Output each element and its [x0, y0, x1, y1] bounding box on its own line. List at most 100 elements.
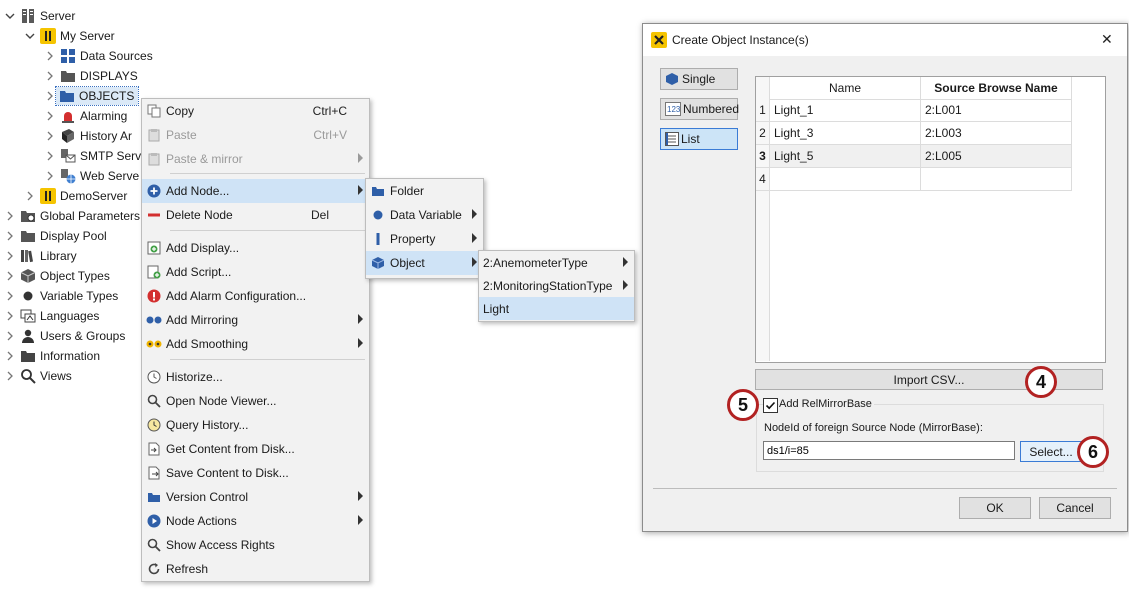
menu-item-label: Add Display... [166, 241, 240, 255]
menu-item-query-history[interactable]: Query History... [142, 413, 369, 437]
play-icon [146, 513, 162, 529]
mode-list-button[interactable]: List [660, 128, 738, 150]
tree-item-demo-server[interactable]: DemoServer [24, 186, 127, 206]
menu-item-label: Delete Node [166, 208, 233, 222]
tree-item-information[interactable]: Information [4, 346, 100, 366]
tree-item-displays[interactable]: DISPLAYS [44, 66, 138, 86]
row-number: 3 [756, 145, 770, 168]
tree-item-history[interactable]: History Ar [44, 126, 132, 146]
tree-item-views[interactable]: Views [4, 366, 72, 386]
tree-item-objects[interactable]: OBJECTS [44, 86, 140, 106]
tree-item-server[interactable]: Server [4, 6, 75, 26]
name-cell[interactable]: Light_3 [770, 122, 921, 145]
chevron-right-icon[interactable] [4, 226, 16, 246]
tree-item-my-server[interactable]: My Server [24, 26, 115, 46]
chevron-right-icon[interactable] [4, 366, 16, 386]
source-cell[interactable]: 2:L001 [921, 99, 1072, 122]
tree-item-smtp[interactable]: SMTP Serv [44, 146, 141, 166]
chevron-down-icon[interactable] [24, 26, 36, 46]
menu-item-add-smoothing[interactable]: Add Smoothing [142, 332, 369, 356]
menu-item-add-node[interactable]: Add Node... [142, 179, 369, 203]
information-icon [20, 348, 36, 364]
submenu-item-property[interactable]: Property [366, 227, 483, 251]
name-cell[interactable]: Light_5 [770, 145, 921, 168]
menu-item-delete-node[interactable]: Delete Node Del [142, 203, 369, 227]
table-row[interactable]: 4 [756, 168, 1072, 191]
menu-item-save-content[interactable]: Save Content to Disk... [142, 461, 369, 485]
chevron-right-icon[interactable] [4, 246, 16, 266]
chevron-right-icon[interactable] [24, 186, 36, 206]
chevron-right-icon[interactable] [4, 346, 16, 366]
chevron-right-icon[interactable] [4, 206, 16, 226]
submenu-item-folder[interactable]: Folder [366, 179, 483, 203]
cancel-button[interactable]: Cancel [1039, 497, 1111, 519]
add-mirror-checkbox[interactable] [763, 398, 778, 413]
menu-item-paste[interactable]: Paste Ctrl+V [142, 123, 369, 147]
chevron-right-icon[interactable] [44, 106, 56, 126]
chevron-right-icon[interactable] [44, 66, 56, 86]
menu-item-show-access-rights[interactable]: Show Access Rights [142, 533, 369, 557]
menu-item-refresh[interactable]: Refresh [142, 557, 369, 581]
mode-numbered-button[interactable]: 123 Numbered [660, 98, 739, 120]
menu-item-label: Folder [390, 184, 425, 198]
submenu-item-object[interactable]: Object [366, 251, 483, 275]
submenu-item-data-variable[interactable]: Data Variable [366, 203, 483, 227]
menu-item-add-mirroring[interactable]: Add Mirroring [142, 308, 369, 332]
chevron-right-icon[interactable] [4, 286, 16, 306]
submenu-item-anemometer-type[interactable]: 2:AnemometerType [479, 251, 634, 274]
submenu-item-monitoring-station-type[interactable]: 2:MonitoringStationType [479, 274, 634, 297]
menu-item-add-alarm[interactable]: Add Alarm Configuration... [142, 284, 369, 308]
menu-item-open-node-viewer[interactable]: Open Node Viewer... [142, 389, 369, 413]
menu-item-version-control[interactable]: Version Control [142, 485, 369, 509]
name-cell[interactable] [770, 168, 921, 191]
import-csv-button[interactable]: Import CSV... [755, 369, 1103, 390]
tree-item-users-groups[interactable]: Users & Groups [4, 326, 125, 346]
tree-item-web-server[interactable]: Web Serve [44, 166, 139, 186]
source-cell[interactable] [921, 168, 1072, 191]
tree-item-languages[interactable]: Languages [4, 306, 99, 326]
table-row[interactable]: 1 Light_1 2:L001 [756, 99, 1072, 122]
chevron-right-icon[interactable] [4, 306, 16, 326]
submenu-arrow-icon [358, 515, 363, 525]
tree-item-display-pool[interactable]: Display Pool [4, 226, 107, 246]
nodeid-input[interactable] [763, 441, 1015, 460]
chevron-right-icon[interactable] [44, 146, 56, 166]
menu-item-add-script[interactable]: Add Script... [142, 260, 369, 284]
chevron-right-icon[interactable] [44, 166, 56, 186]
chevron-right-icon[interactable] [44, 126, 56, 146]
source-cell[interactable]: 2:L005 [921, 145, 1072, 168]
users-icon [20, 328, 36, 344]
menu-item-historize[interactable]: Historize... [142, 365, 369, 389]
create-object-dialog: Create Object Instance(s) ✕ Single 123 N… [642, 23, 1128, 532]
column-header-source[interactable]: Source Browse Name [921, 77, 1072, 100]
table-row[interactable]: 2 Light_3 2:L003 [756, 122, 1072, 145]
close-icon[interactable]: ✕ [1101, 31, 1113, 47]
select-button[interactable]: Select... [1020, 441, 1082, 462]
chevron-right-icon[interactable] [4, 266, 16, 286]
tree-item-object-types[interactable]: Object Types [4, 266, 110, 286]
menu-item-add-display[interactable]: Add Display... [142, 236, 369, 260]
name-cell[interactable]: Light_1 [770, 99, 921, 122]
menu-item-copy[interactable]: Copy Ctrl+C [142, 99, 369, 123]
menu-item-node-actions[interactable]: Node Actions [142, 509, 369, 533]
ok-button[interactable]: OK [959, 497, 1031, 519]
tree-label: Languages [40, 309, 100, 323]
tree-item-alarming[interactable]: Alarming [44, 106, 127, 126]
chevron-down-icon[interactable] [4, 6, 16, 26]
mode-single-button[interactable]: Single [660, 68, 738, 90]
source-cell[interactable]: 2:L003 [921, 122, 1072, 145]
chevron-right-icon[interactable] [4, 326, 16, 346]
chevron-right-icon[interactable] [44, 46, 56, 66]
callout-badge-6: 6 [1077, 436, 1109, 468]
tree-item-variable-types[interactable]: Variable Types [4, 286, 118, 306]
tree-item-library[interactable]: Library [4, 246, 77, 266]
menu-item-get-content[interactable]: Get Content from Disk... [142, 437, 369, 461]
submenu-arrow-icon [623, 257, 628, 267]
chevron-right-icon[interactable] [44, 86, 56, 106]
submenu-item-light[interactable]: Light [479, 297, 634, 320]
tree-item-global-parameters[interactable]: Global Parameters [4, 206, 140, 226]
table-row[interactable]: 3 Light_5 2:L005 [756, 145, 1072, 168]
menu-item-paste-mirror[interactable]: Paste & mirror [142, 147, 369, 171]
tree-item-data-sources[interactable]: Data Sources [44, 46, 153, 66]
column-header-name[interactable]: Name [770, 77, 921, 100]
